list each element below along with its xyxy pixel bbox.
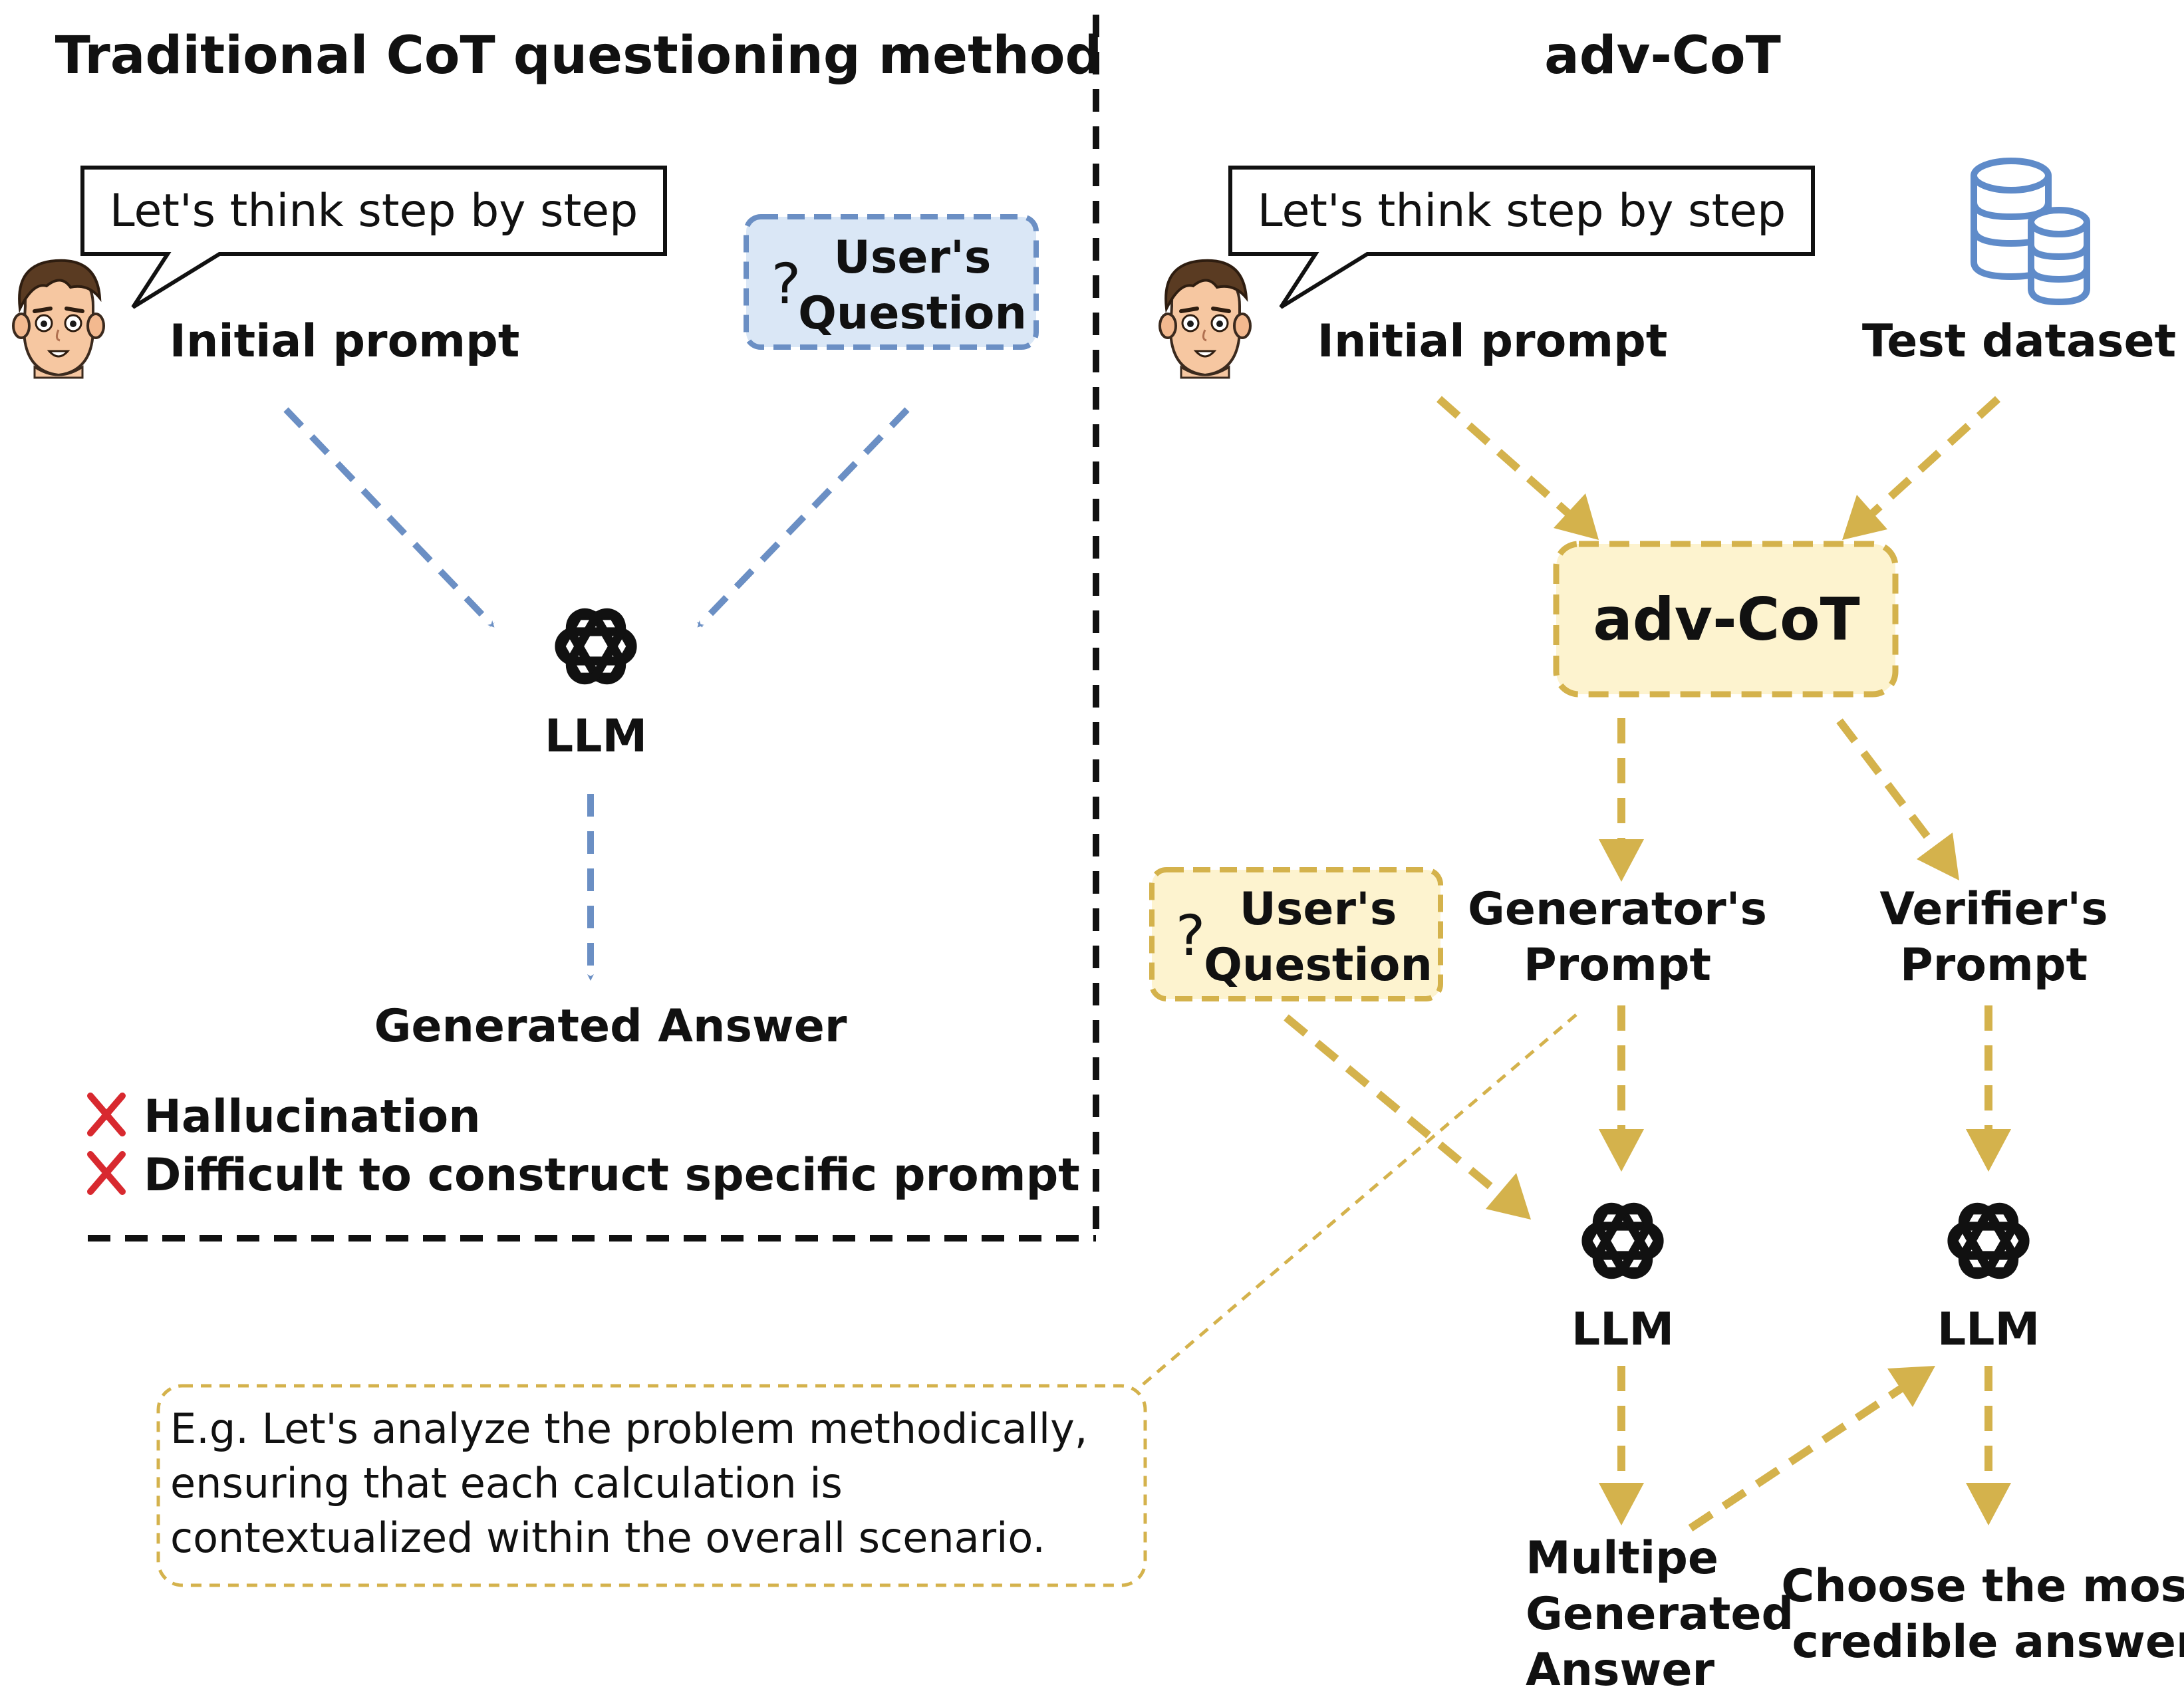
left-llm-label: LLM <box>545 710 647 763</box>
right-user-question-line1: User's <box>1240 883 1397 936</box>
user-face-icon <box>13 261 104 378</box>
example-line-3: contextualized within the overall scenar… <box>170 1513 1045 1562</box>
gold-arrows <box>1284 396 2011 1532</box>
database-icon <box>1974 161 2087 302</box>
example-callout-connector <box>1140 1013 1577 1387</box>
multiple-answers-line1: Multipe <box>1526 1532 1718 1585</box>
example-line-2: ensuring that each calculation is <box>170 1459 843 1507</box>
generator-prompt-line1: Generator's <box>1468 883 1767 936</box>
right-speech-bubble-text: Let's think step by step <box>1258 185 1786 237</box>
adv-cot-box-label: adv-CoT <box>1593 585 1859 654</box>
question-mark-icon: ? <box>1176 903 1206 968</box>
right-initial-prompt-label: Initial prompt <box>1317 315 1668 368</box>
cross-mark-icon <box>87 1093 126 1136</box>
user-face-icon <box>1160 261 1250 378</box>
right-user-question-box <box>1149 867 1443 1001</box>
arrow-llm-to-multiple-answers <box>1599 1366 1644 1525</box>
left-initial-prompt-label: Initial prompt <box>170 315 520 368</box>
left-user-question-line2: Question <box>798 287 1027 340</box>
left-user-question-box <box>744 214 1039 350</box>
multiple-answers-line2: Generated <box>1526 1588 1794 1640</box>
verifier-llm-label: LLM <box>1937 1303 2040 1356</box>
arrow-answers-to-verifier-llm <box>1688 1366 1935 1532</box>
choose-answer-line2: credible answer <box>1792 1616 2184 1668</box>
arrow-question-to-llm <box>1284 1014 1531 1220</box>
arrow-advcot-to-verifier <box>1836 718 1959 880</box>
question-mark-icon: ? <box>771 251 801 317</box>
arrow-dataset-to-advcot <box>1842 396 2001 540</box>
arrow-verifier-llm-to-choice <box>1966 1366 2011 1525</box>
left-speech-bubble <box>80 166 667 309</box>
verifier-prompt-line2: Prompt <box>1900 939 2088 991</box>
multiple-answers-line3: Answer <box>1526 1644 1714 1696</box>
generator-prompt-line2: Prompt <box>1524 939 1711 991</box>
test-dataset-label: Test dataset <box>1862 315 2176 368</box>
arrow-generator-to-llm <box>1599 1005 1644 1172</box>
drawback-hallucination: Hallucination <box>144 1091 481 1143</box>
example-line-1: E.g. Let's analyze the problem methodica… <box>170 1404 1088 1453</box>
arrow-advcot-to-generator <box>1599 718 1644 882</box>
arrow-verifier-to-llm <box>1966 1005 2011 1172</box>
arrow-prompt-to-advcot <box>1436 396 1599 540</box>
left-user-question-line1: User's <box>834 231 992 284</box>
left-generated-answer-label: Generated Answer <box>374 1000 847 1053</box>
cross-mark-icon <box>87 1151 126 1195</box>
left-panel-title: Traditional CoT questioning method <box>55 26 1103 86</box>
arrow-prompt-to-llm <box>283 407 495 628</box>
left-llm-logo-icon <box>559 607 632 685</box>
arrow-question-to-llm <box>697 407 910 628</box>
choose-answer-line1: Choose the most <box>1781 1560 2184 1613</box>
left-speech-bubble-text: Let's think step by step <box>110 185 638 237</box>
right-speech-bubble <box>1228 166 1815 309</box>
generator-llm-label: LLM <box>1571 1303 1674 1356</box>
verifier-llm-logo-icon <box>1952 1202 2025 1279</box>
verifier-prompt-line1: Verifier's <box>1879 883 2108 936</box>
right-user-question-line2: Question <box>1204 939 1433 991</box>
adv-cot-box <box>1553 541 1899 698</box>
drawback-difficult-prompt: Difficult to construct specific prompt <box>144 1149 1080 1202</box>
example-prompt-box <box>156 1384 1147 1587</box>
right-panel-title: adv-CoT <box>1544 26 1781 86</box>
generator-llm-logo-icon <box>1586 1202 1659 1279</box>
